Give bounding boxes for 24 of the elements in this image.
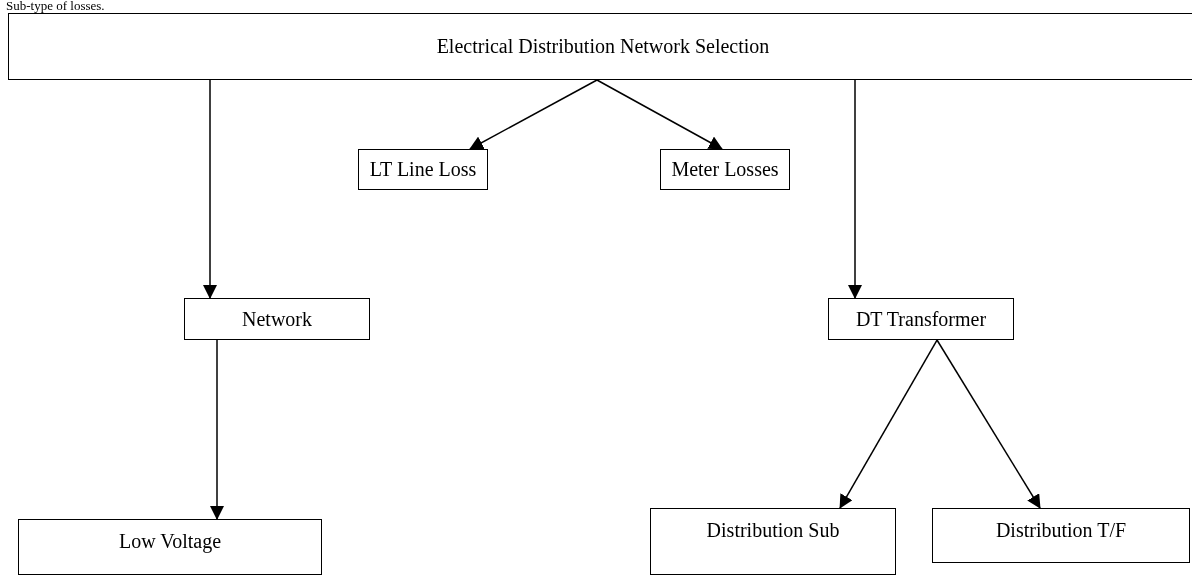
- process-box: [184, 298, 370, 340]
- process-box: [8, 13, 1192, 80]
- box-label: Network: [242, 307, 312, 331]
- arrow: [469, 79, 598, 150]
- process-box: [650, 508, 896, 575]
- arrow: [596, 79, 723, 150]
- box-label: Distribution Sub: [706, 519, 840, 542]
- box-label: Low Voltage: [119, 530, 221, 553]
- box-label: Distribution T/F: [995, 519, 1127, 542]
- arrow: [848, 79, 862, 299]
- process-box: [660, 149, 790, 190]
- process-box: [828, 298, 1014, 340]
- box-label: LT Line Loss: [369, 158, 477, 181]
- arrow: [210, 339, 224, 520]
- arrow: [203, 79, 217, 299]
- arrow: [936, 339, 1041, 509]
- arrow: [839, 339, 938, 509]
- process-box: [358, 149, 488, 190]
- process-box: [932, 508, 1190, 563]
- box-label: Meter Losses: [671, 158, 779, 181]
- box-label: DT Transformer: [855, 307, 987, 331]
- note-text: Sub-type of losses.: [6, 0, 105, 13]
- box-label: Electrical Distribution Network Selection: [436, 35, 770, 58]
- process-box: [18, 519, 322, 575]
